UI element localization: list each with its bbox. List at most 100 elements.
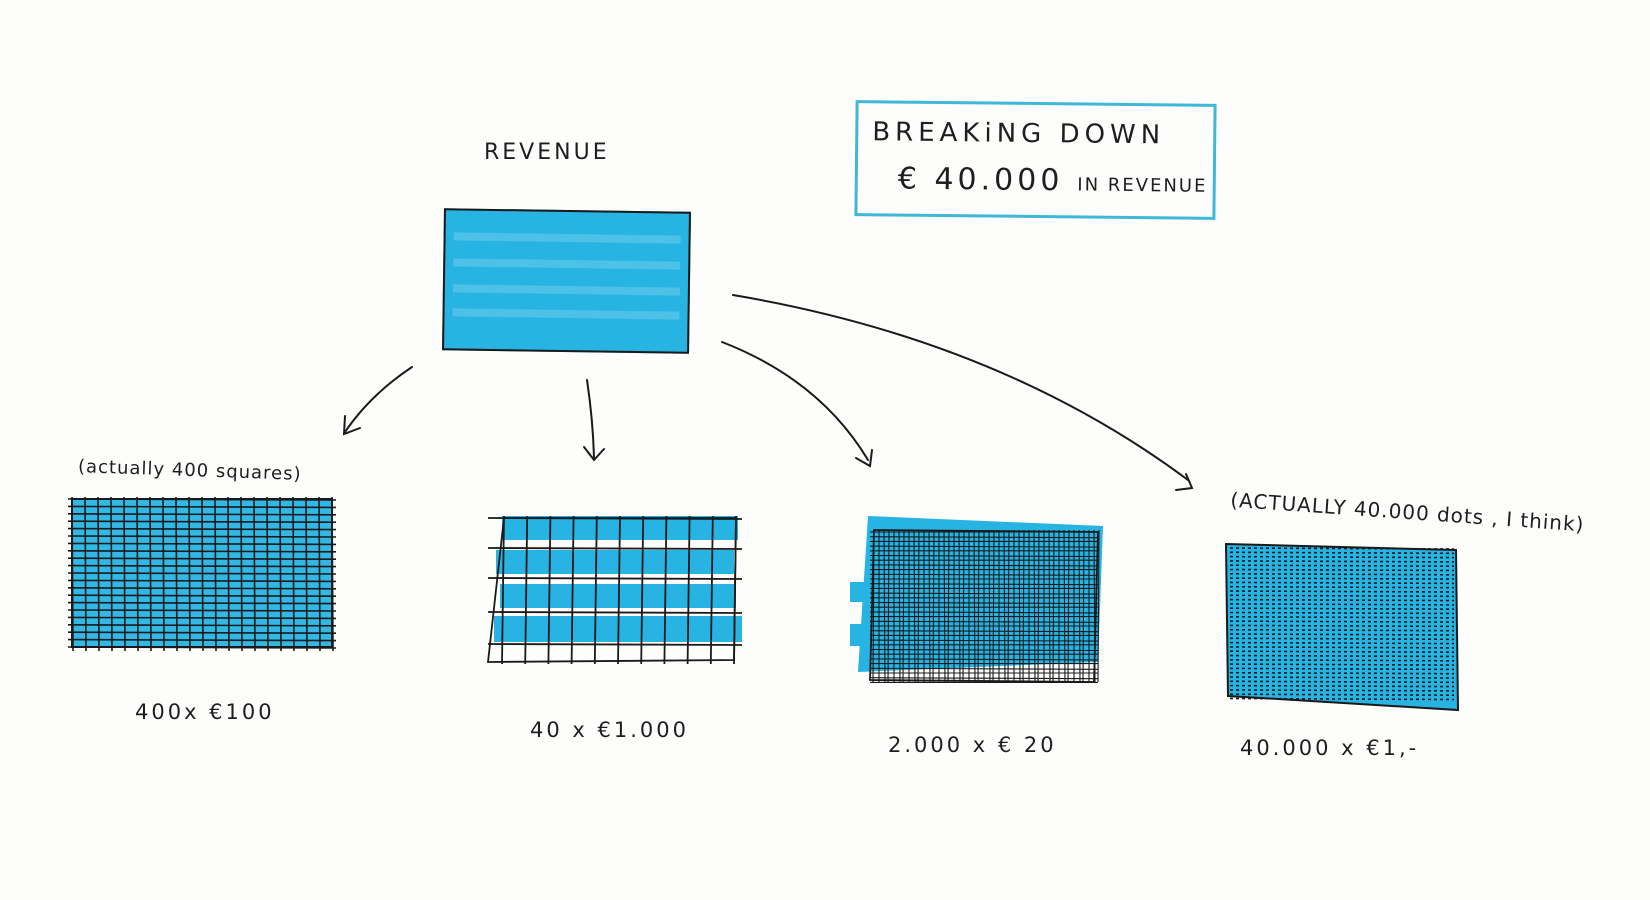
dot-row — [1229, 555, 1455, 559]
dot-row — [1229, 689, 1455, 692]
grid-line — [617, 515, 621, 665]
arrow-3-head — [855, 449, 873, 468]
breakdown-label-400: 400x €100 — [135, 700, 275, 724]
grid-line — [487, 643, 743, 646]
grid-line — [67, 564, 337, 568]
dot-row — [1229, 577, 1455, 580]
arrow-1-head — [342, 415, 361, 436]
dot-row — [1229, 633, 1455, 636]
hatch-line — [869, 658, 1099, 661]
hatch-line — [1097, 529, 1100, 683]
hatch-line — [1018, 529, 1021, 683]
hatch-line — [1048, 529, 1051, 683]
grid-line — [67, 542, 337, 546]
dot-row — [1229, 650, 1455, 653]
grid-line — [67, 631, 337, 634]
grid-line — [487, 577, 743, 580]
hatch-line — [869, 592, 1099, 595]
arrow-2 — [586, 379, 595, 459]
hatch-line — [869, 545, 1099, 548]
hatch-line — [973, 529, 976, 683]
dot-row — [1229, 603, 1455, 606]
hatch-line — [977, 529, 980, 683]
arrow-1 — [344, 366, 413, 433]
dot-row — [1229, 568, 1455, 572]
dot-row — [1229, 616, 1455, 619]
panel-40-squares — [486, 515, 743, 665]
grid-line — [640, 515, 645, 665]
dot-row — [1229, 680, 1455, 684]
grid-line — [487, 611, 743, 614]
dot-row — [1229, 654, 1455, 658]
dot-row — [1229, 607, 1455, 610]
hatch-line — [1033, 529, 1036, 683]
panel-40000-dots — [1224, 542, 1460, 712]
hatch-line — [962, 529, 965, 683]
hatch-line — [869, 583, 1099, 586]
revenue-label: REVENUE — [484, 140, 610, 165]
dot-row — [1229, 585, 1455, 589]
grid-line — [487, 547, 743, 550]
hatch-line — [1078, 529, 1081, 683]
hatch-line — [988, 529, 991, 683]
hatch-line — [869, 620, 1099, 623]
grid-line — [67, 550, 337, 553]
dot-row — [1229, 646, 1455, 649]
dot-row — [1229, 611, 1455, 615]
hatch-line — [869, 573, 1099, 576]
dot-row — [1229, 624, 1455, 628]
dot-row — [1229, 560, 1455, 563]
grid-line — [67, 616, 337, 620]
grid-line — [686, 515, 691, 665]
hatch-line — [1003, 529, 1006, 683]
hatch-line — [869, 630, 1099, 633]
dot-row — [1229, 628, 1455, 632]
grid-line — [110, 496, 113, 652]
grid-line — [67, 520, 337, 523]
grid-line — [67, 572, 337, 575]
dot-row — [1229, 551, 1455, 555]
dot-row — [1229, 581, 1455, 585]
grid-line — [67, 601, 337, 605]
hatch-line — [869, 648, 1099, 652]
hatch-line — [869, 536, 1099, 539]
dot-row — [1229, 659, 1455, 662]
dot-row — [1229, 637, 1455, 641]
hatch-line — [869, 611, 1099, 614]
grid-line — [524, 515, 529, 665]
hatch-line — [869, 667, 1099, 670]
dot-row — [1229, 676, 1455, 679]
grid-line — [501, 515, 505, 665]
hatch-line — [1052, 529, 1055, 683]
hatch-line — [869, 601, 1099, 605]
panel-400-squares — [67, 496, 337, 652]
arrow-4-head — [1175, 473, 1194, 491]
hatch-line — [1007, 529, 1010, 683]
grid-line — [67, 638, 337, 642]
grid-line — [67, 579, 337, 583]
panel-2000-squares — [850, 516, 1103, 683]
grid-line — [709, 515, 714, 665]
hatch-line — [1082, 529, 1085, 683]
arrow-2-head — [583, 446, 605, 462]
grid-line — [547, 515, 552, 665]
dot-row — [1229, 590, 1455, 593]
dot-row — [1229, 671, 1455, 675]
hatch-line — [1063, 529, 1066, 683]
hatch-line — [958, 529, 961, 683]
hatch-line — [1022, 529, 1025, 683]
hatch-line — [1037, 529, 1040, 683]
dot-row — [1229, 667, 1455, 671]
hatch-line — [992, 529, 995, 683]
grid-line — [84, 496, 87, 652]
breakdown-label-2000: 2.000 x € 20 — [888, 733, 1057, 757]
dot-row — [1229, 693, 1455, 696]
grid-line — [67, 594, 337, 597]
grid-line — [593, 515, 598, 665]
hatch-line — [869, 554, 1099, 558]
dot-row — [1229, 620, 1455, 623]
grid-line — [67, 609, 337, 612]
dot-row — [1229, 594, 1455, 598]
dot-row — [1229, 641, 1455, 645]
